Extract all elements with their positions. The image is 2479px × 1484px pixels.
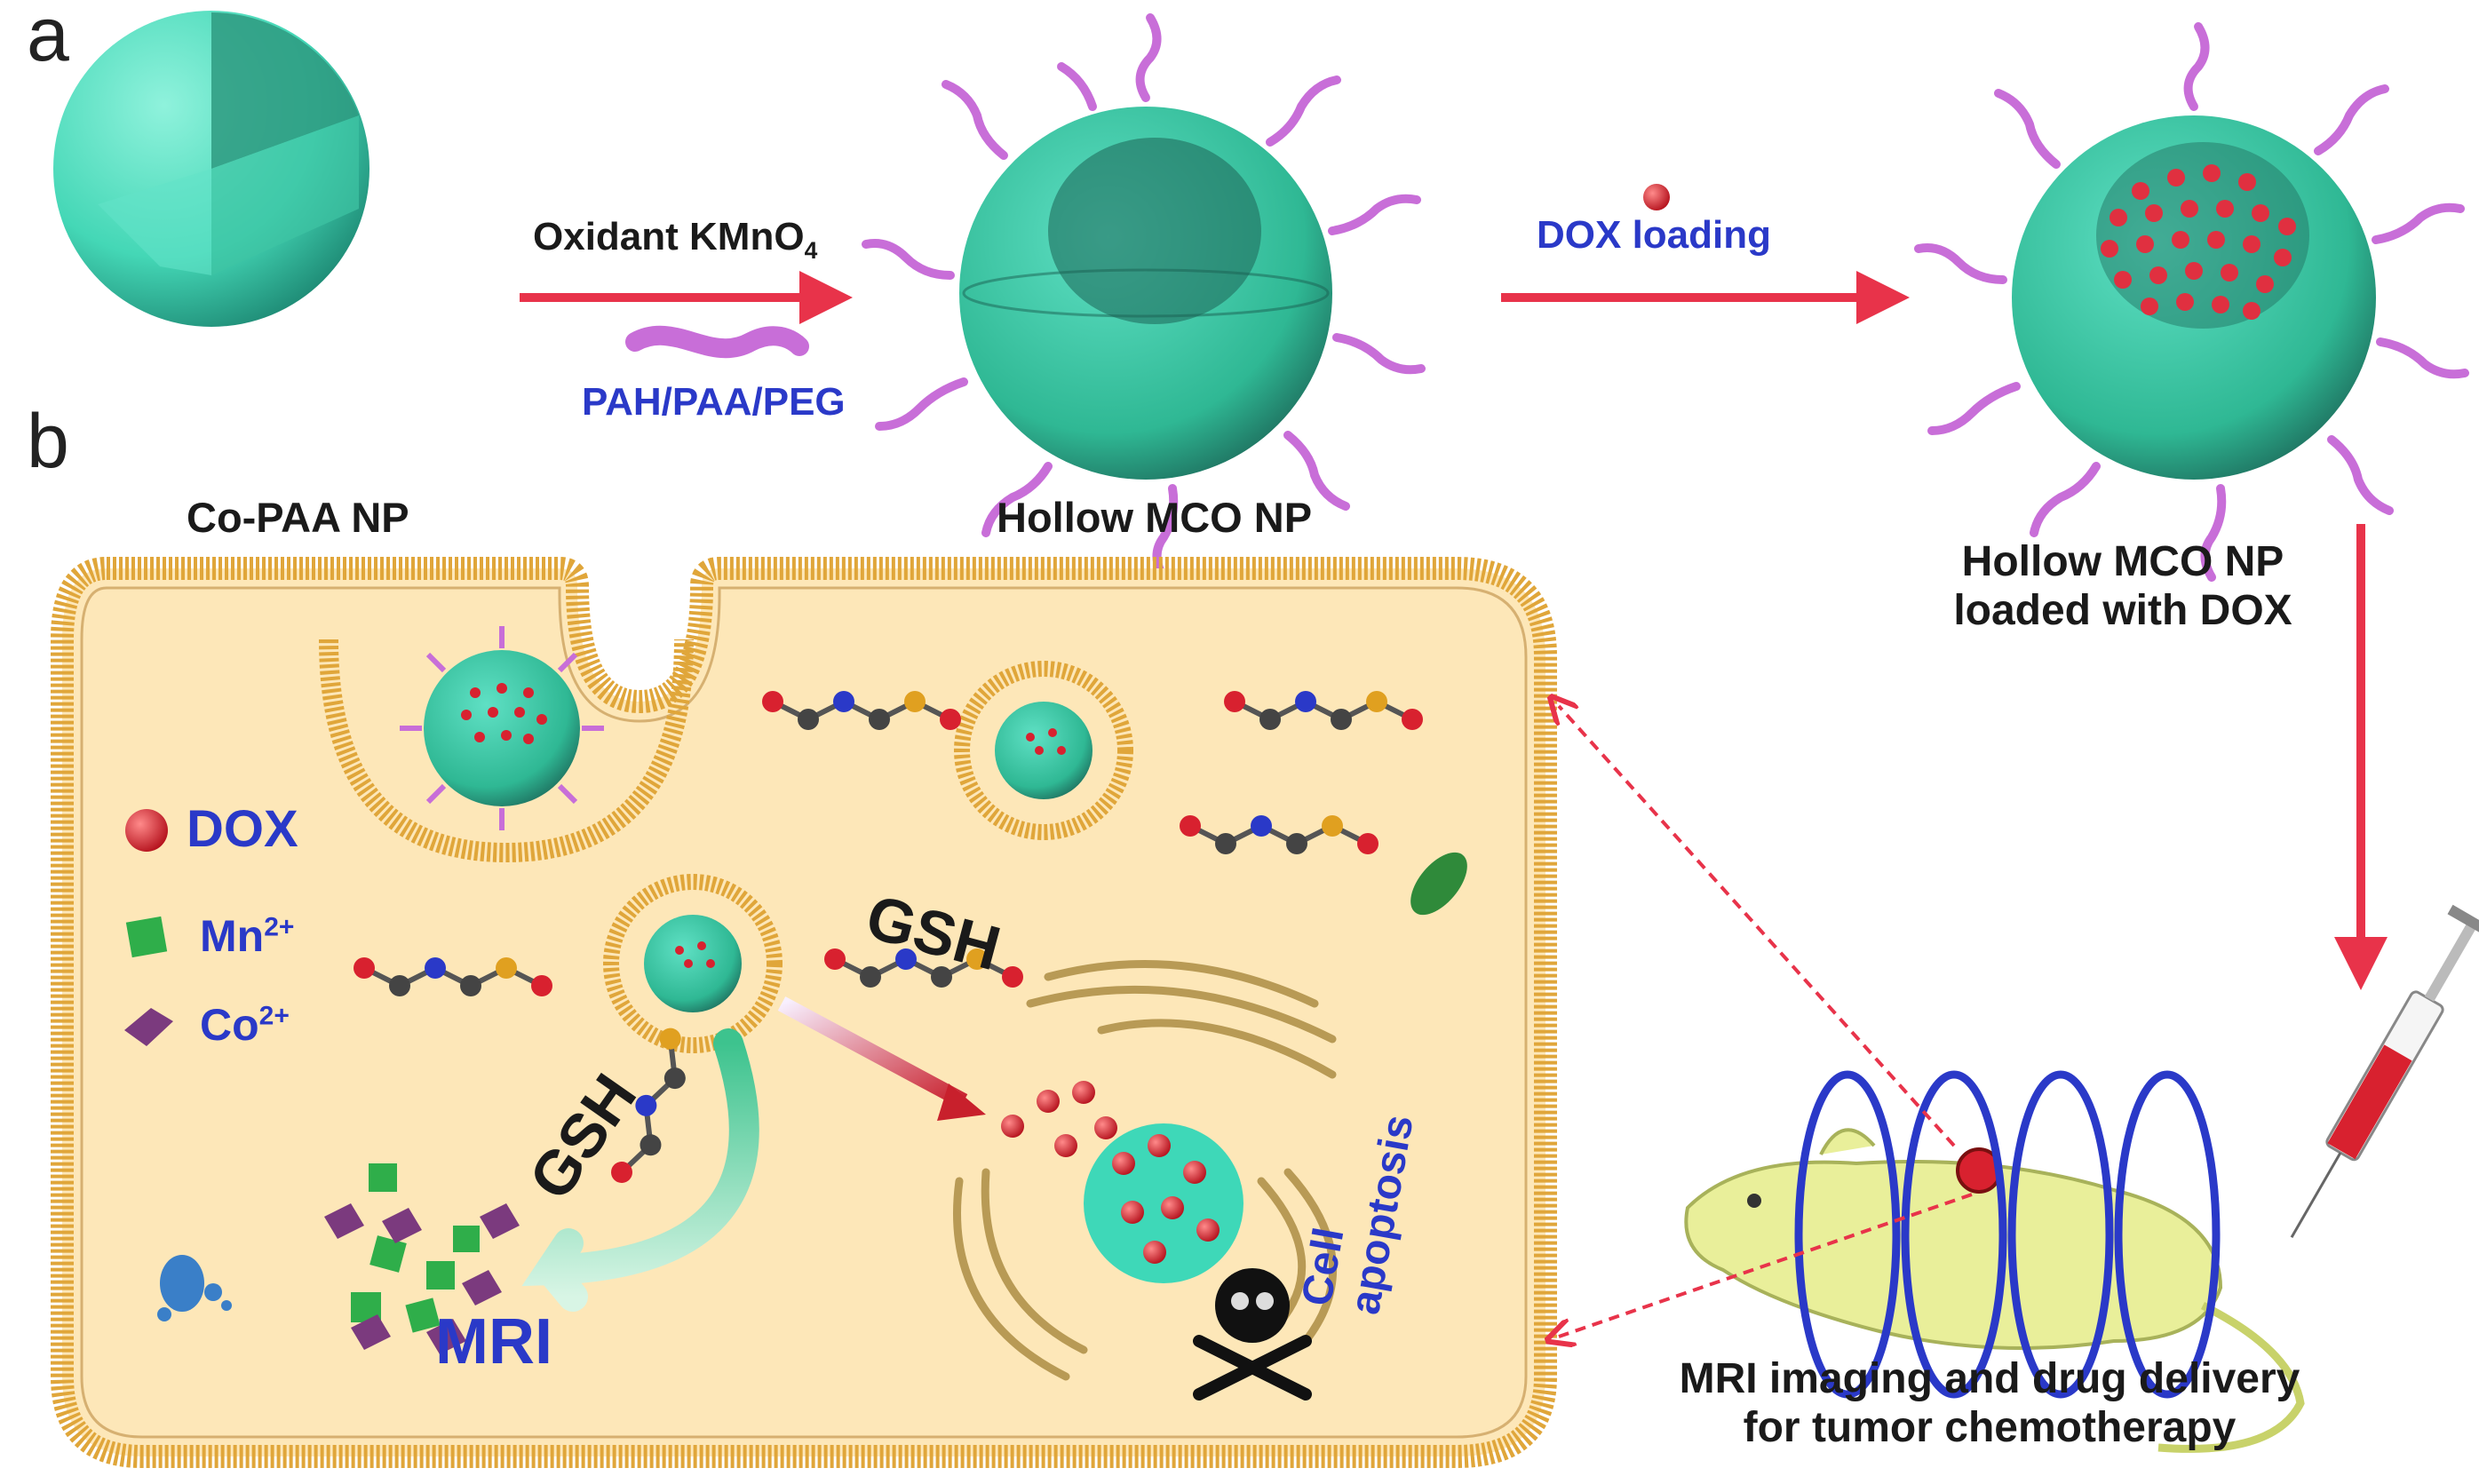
gsh-molecule-icon [1180,815,1379,854]
oxidation-arrow [520,271,853,359]
debris-icon [157,1255,232,1321]
mri-coil-icon [1794,1070,2221,1399]
legend-mn-superscript: 2+ [264,912,295,942]
mri-dashed-arrow-lower [1559,1193,1973,1337]
polymer-icon [625,325,809,359]
mouse-icon [1684,1128,2305,1453]
dox-loading-arrow [1501,184,1910,324]
hollow-mco-nanoparticle-icon [862,13,1426,582]
loaded-np-line1: Hollow MCO NP [1961,538,2284,585]
legend-co-label: Co2+ [200,999,290,1051]
panel-label-a: a [27,0,69,77]
gsh-molecule-icon [1224,691,1423,730]
legend-mn-text: Mn [200,911,265,961]
co-paa-sphere-icon [53,11,369,327]
legend-co-icon [124,1008,173,1046]
gsh-molecule-icon [354,957,552,996]
hollow-mco-label: Hollow MCO NP [997,494,1313,541]
co-paa-label: Co-PAA NP [187,494,409,541]
reduction-arrow [521,1028,759,1312]
mri-caption-line1: MRI imaging and drug delivery [1679,1355,2300,1402]
loaded-np-label: Hollow MCO NP loaded with DOX [1910,537,2336,635]
pah-label: PAH/PAA/PEG [582,380,846,424]
release-arrow [777,996,986,1121]
oxidant-label: Oxidant KMnO4 [533,215,817,265]
dox-loading-label: DOX loading [1537,213,1771,257]
legend-dox-label: DOX [187,800,298,858]
mri-caption: MRI imaging and drug delivery for tumor … [1608,1354,2372,1452]
syringe-icon [2290,904,2479,1238]
oxidant-text: Oxidant KMnO [533,215,805,258]
oxidant-subscript: 4 [804,236,818,264]
gsh-molecule-icon [824,948,1023,988]
nucleus-icon [1001,1081,1243,1283]
mri-dashed-arrow-upper [1559,706,1956,1147]
legend-dox-icon [125,809,168,852]
legend-mn-label: Mn2+ [200,910,294,962]
vesicle-icon [603,874,783,1053]
legend-co-text: Co [200,1000,259,1050]
vesicle-icon [954,661,1133,840]
golgi-icon [953,960,1338,1381]
gsh-molecule-icon [762,691,961,730]
ion-cluster-icon [324,1163,520,1354]
dox-molecule-icon [1643,184,1670,210]
panel-label-b: b [27,399,69,484]
loaded-np-line2: loaded with DOX [1953,587,2292,634]
legend-co-superscript: 2+ [258,1001,290,1031]
mri-label: MRI [435,1306,552,1377]
loaded-nanoparticle-icon [1914,22,2469,582]
endocytic-vesicle-icon [319,626,694,863]
gsh-molecule-icon [611,1028,686,1183]
legend-mn-icon [125,916,168,958]
organelle-icon [1410,852,1467,916]
skull-icon [1193,1268,1312,1401]
mri-caption-line2: for tumor chemotherapy [1743,1404,2237,1451]
